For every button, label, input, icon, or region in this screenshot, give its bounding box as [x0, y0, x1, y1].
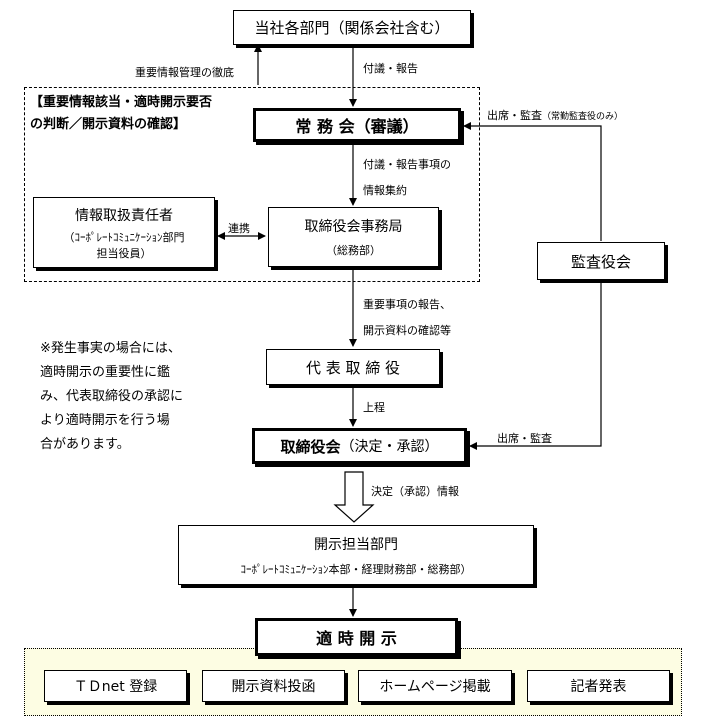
board-sub-label: （決定・承認）	[340, 439, 439, 455]
output-tdnet-box: ＴＤnet 登録	[44, 670, 187, 702]
output-website-box: ホームページ掲載	[358, 670, 512, 702]
label-submit: 上程	[363, 401, 385, 414]
board-office-sub: （総務部）	[326, 244, 381, 257]
label-info-collect: 付議・報告事項の 情報集約	[363, 158, 451, 197]
auditors-label: 監査役会	[570, 252, 631, 271]
board-main-label: 取締役会	[280, 437, 341, 456]
output-mail-box: 開示資料投函	[202, 670, 345, 702]
note-text: ※発生事実の場合には、 適時開示の重要性に鑑 み、代表取締役の承認に より適時開…	[40, 341, 184, 452]
arrow-auditors-to-board	[469, 281, 602, 450]
company-departments-box: 当社各部門（関係会社含む）	[233, 10, 471, 45]
representative-director-label: 代 表 取 締 役	[305, 358, 401, 377]
disclosure-dept-box: 開示担当部門 ｺｰﾎﾟﾚｰﾄｺﾐｭﾆｹｰｼｮﾝ本部・経理財務部・総務部）	[178, 525, 534, 585]
label-thorough-mgmt: 重要情報管理の徹底	[135, 66, 234, 79]
info-officer-title: 情報取扱責任者	[75, 207, 173, 224]
disclosure-dept-title: 開示担当部門	[314, 536, 398, 553]
output-mail-label: 開示資料投函	[231, 679, 316, 695]
label-attend-audit-top: 出席・監査（常勤監査役のみ）	[487, 109, 624, 122]
judgment-group-title: 【重要情報該当・適時開示要否 の判断／開示資料の確認】	[30, 95, 213, 132]
label-attend-audit-bottom: 出席・監査	[497, 432, 552, 445]
info-officer-sub: （ｺｰﾎﾟﾚｰﾄｺﾐｭﾆｹｰｼｮﾝ部門	[63, 230, 185, 244]
disclosure-dept-sub: ｺｰﾎﾟﾚｰﾄｺﾐｭﾆｹｰｼｮﾝ本部・経理財務部・総務部）	[240, 562, 472, 576]
board-of-directors-box: 取締役会 （決定・承認）	[252, 428, 467, 464]
board-office-box: 取締役会事務局 （総務部）	[268, 207, 439, 267]
board-office-title: 取締役会事務局	[304, 219, 403, 235]
output-press-box: 記者発表	[527, 670, 670, 702]
executive-committee-box: 常 務 会（審議）	[253, 108, 461, 142]
output-website-label: ホームページ掲載	[379, 679, 491, 695]
label-liaison: 連携	[228, 222, 250, 235]
label-decision-info: 決定（承認）情報	[371, 485, 459, 498]
judgment-group-frame	[24, 87, 480, 282]
company-departments-label: 当社各部門（関係会社含む）	[254, 19, 450, 37]
output-tdnet-label: ＴＤnet 登録	[73, 679, 158, 695]
hollow-arrow-board-to-disclosure	[333, 471, 375, 523]
info-officer-sub2: 担当役員）	[96, 246, 152, 260]
label-submit-report: 付議・報告	[363, 62, 418, 75]
info-officer-box: 情報取扱責任者 （ｺｰﾎﾟﾚｰﾄｺﾐｭﾆｹｰｼｮﾝ部門 担当役員）	[33, 197, 215, 268]
timely-disclosure-box: 適 時 開 示	[255, 618, 458, 656]
arrow-auditors-to-committee	[463, 122, 602, 241]
output-press-label: 記者発表	[570, 679, 627, 695]
label-report: 重要事項の報告、 開示資料の確認等	[363, 298, 451, 337]
auditors-box: 監査役会	[537, 242, 665, 280]
representative-director-box: 代 表 取 締 役	[266, 349, 440, 385]
executive-committee-label: 常 務 会（審議）	[295, 117, 419, 136]
timely-disclosure-label: 適 時 開 示	[316, 629, 397, 648]
